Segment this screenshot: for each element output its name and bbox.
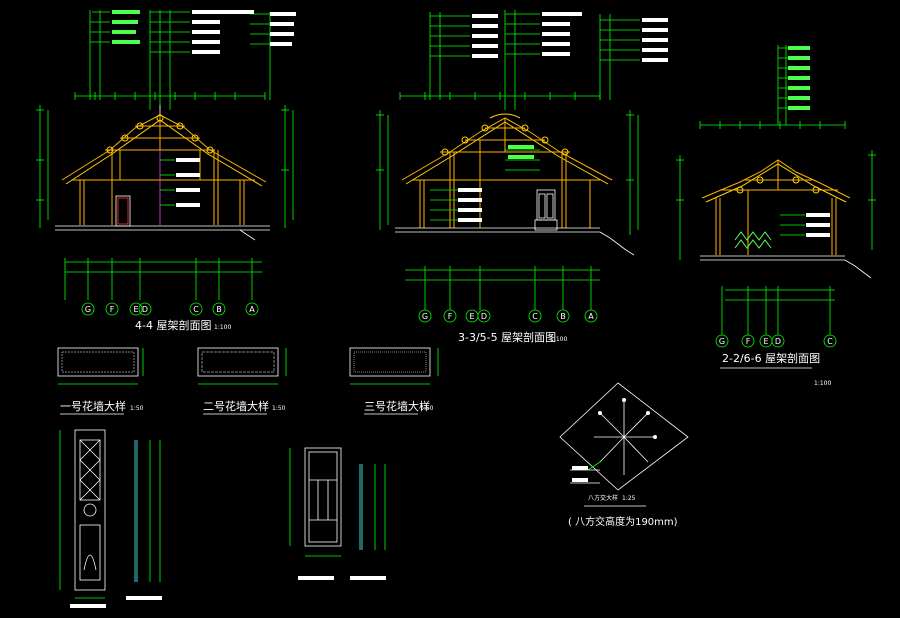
detail-flower-wall-2: 二号花墙大样 1:50 [197, 347, 287, 415]
columns-4-4 [55, 150, 270, 241]
detail-flower-wall-3: 三号花墙大样 1:50 [349, 347, 439, 415]
detail-title: 三号花墙大样 [364, 399, 430, 413]
detail-note: ( 八方交高度为190mm) [568, 515, 678, 528]
axis-label: G [422, 312, 428, 321]
detail-eight-way-joint: 八方交大样 1:25 ( 八方交高度为190mm) [559, 382, 689, 528]
axis-label: F [448, 312, 453, 321]
detail-title: 一号花墙大样 [60, 399, 126, 413]
columns-3-3 [395, 140, 635, 256]
section-4-4: G F E D C B A 4-4 屋架剖面图 1:100 [36, 10, 296, 332]
leader-lines-3-3 [376, 10, 640, 310]
axis-label: E [133, 305, 138, 314]
detail-scale: 1:25 [622, 495, 636, 502]
axis-label: G [85, 305, 91, 314]
columns-2-2 [700, 190, 872, 279]
axis-label: C [532, 312, 538, 321]
detail-scale: 1:50 [420, 405, 434, 412]
section-title: 2-2/6-6 屋架剖面图 [722, 351, 820, 365]
axis-bubbles-4-4: G F E D C B A [81, 302, 259, 316]
axis-label: B [216, 305, 222, 314]
section-scale: 1:100 [814, 380, 831, 387]
section-title: 4-4 屋架剖面图 [135, 318, 211, 332]
section-2-2-6-6: G F E D C 2-2/6-6 屋架剖面图 1:100 [676, 45, 876, 387]
section-3-3-5-5: G F E D C B A 3-3/5-5 屋架剖面图 1:100 [376, 10, 668, 344]
leader-text-2-2 [788, 46, 810, 110]
window-elevation-1 [59, 429, 162, 608]
axis-label: F [110, 305, 115, 314]
section-scale: 1:100 [214, 324, 231, 331]
section-title: 3-3/5-5 屋架剖面图 [458, 330, 556, 344]
axis-label: D [775, 337, 781, 346]
axis-bubbles-2-2: G F E D C [715, 334, 837, 348]
roof-truss-4-4 [61, 105, 267, 187]
detail-scale: 1:50 [272, 405, 286, 412]
roof-truss-2-2 [701, 159, 851, 203]
axis-label: G [719, 337, 725, 346]
axis-bubbles-3-3: G F E D C B A [418, 309, 598, 323]
axis-label: B [560, 312, 566, 321]
section-scale: 1:100 [550, 336, 567, 343]
axis-label: C [193, 305, 199, 314]
detail-title: 二号花墙大样 [203, 399, 269, 413]
leader-text-4-4 [112, 10, 296, 54]
leader-text-3-3 [472, 12, 668, 62]
axis-label: E [469, 312, 474, 321]
detail-title: 八方交大样 [588, 494, 618, 502]
axis-label: E [763, 337, 768, 346]
axis-label: F [746, 337, 751, 346]
axis-label: D [142, 305, 148, 314]
leader-lines-4-4 [36, 10, 294, 300]
axis-label: A [588, 312, 594, 321]
detail-scale: 1:50 [130, 405, 144, 412]
axis-label: C [827, 337, 833, 346]
window-elevation-2 [289, 447, 386, 580]
detail-flower-wall-1: 一号花墙大样 1:50 [57, 347, 144, 415]
axis-label: D [481, 312, 487, 321]
roof-truss-3-3 [401, 113, 613, 185]
axis-label: A [249, 305, 255, 314]
